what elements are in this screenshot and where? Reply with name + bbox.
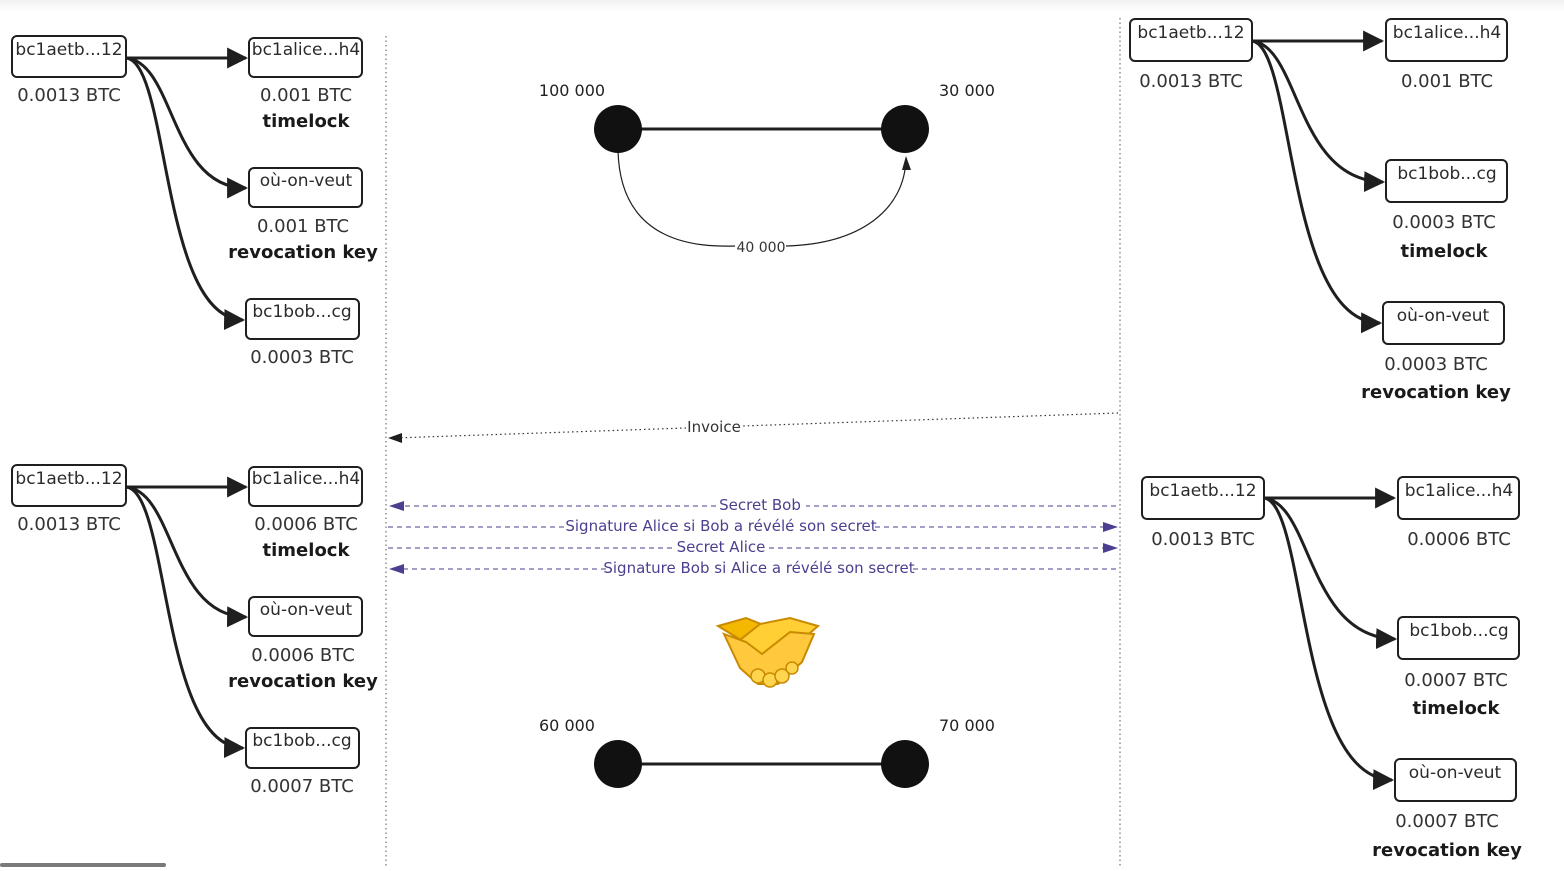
tx-bottom-right: bc1aetb...12 0.0013 BTC bc1alice...h4 0.… bbox=[1141, 476, 1522, 861]
invoice-arrowhead bbox=[388, 433, 402, 443]
output-amount: 0.0003 BTC bbox=[1392, 212, 1496, 233]
node-right bbox=[881, 740, 929, 788]
output-address: où-on-veut bbox=[260, 600, 353, 620]
output-amount: 0.001 BTC bbox=[260, 85, 352, 106]
output-amount: 0.0003 BTC bbox=[250, 347, 354, 368]
output-tag: timelock bbox=[1413, 698, 1501, 719]
node-left bbox=[594, 740, 642, 788]
secret-bob-label: Secret Bob bbox=[719, 496, 801, 514]
tx-arrow bbox=[125, 56, 249, 199]
output-tag: revocation key bbox=[228, 242, 378, 263]
input-address: bc1aetb...12 bbox=[1137, 23, 1244, 43]
signature-alice-arrowhead bbox=[1103, 522, 1118, 532]
output-box bbox=[248, 37, 363, 78]
output-box bbox=[1385, 18, 1508, 62]
input-amount: 0.0013 BTC bbox=[17, 514, 121, 535]
tx-arrow bbox=[1263, 496, 1398, 650]
output-tag: revocation key bbox=[1372, 840, 1522, 861]
output-address: bc1bob...cg bbox=[1397, 164, 1496, 184]
output-amount: 0.001 BTC bbox=[1401, 71, 1493, 92]
invoice-line bbox=[741, 412, 1119, 427]
output-amount: 0.0007 BTC bbox=[250, 776, 354, 797]
signature-alice-label: Signature Alice si Bob a révélé son secr… bbox=[565, 517, 876, 535]
output-box bbox=[245, 727, 360, 769]
input-amount: 0.0013 BTC bbox=[1151, 529, 1255, 550]
output-address: bc1bob...cg bbox=[1409, 621, 1508, 641]
output-tag: revocation key bbox=[1361, 382, 1511, 403]
left-balance: 60 000 bbox=[539, 716, 595, 735]
output-box bbox=[1385, 159, 1508, 203]
right-balance: 30 000 bbox=[939, 81, 995, 100]
output-tag: timelock bbox=[263, 111, 351, 132]
channel-before: 100 000 30 000 40 000 bbox=[539, 81, 995, 256]
output-amount: 0.0007 BTC bbox=[1395, 811, 1499, 832]
tx-arrow bbox=[125, 485, 249, 628]
secret-alice-arrowhead bbox=[1103, 543, 1118, 553]
secret-alice-label: Secret Alice bbox=[677, 538, 766, 556]
signature-bob-label: Signature Bob si Alice a révélé son secr… bbox=[603, 559, 914, 577]
input-amount: 0.0013 BTC bbox=[17, 85, 121, 106]
output-tag: revocation key bbox=[228, 671, 378, 692]
channel-after: 60 000 70 000 bbox=[539, 716, 995, 788]
payment-arrowhead bbox=[902, 156, 911, 170]
invoice-label: Invoice bbox=[687, 418, 741, 436]
output-box bbox=[248, 466, 363, 507]
tx-arrow bbox=[1263, 496, 1395, 791]
output-address: bc1alice...h4 bbox=[252, 469, 360, 489]
output-tag: timelock bbox=[1401, 241, 1489, 262]
scroll-indicator[interactable] bbox=[0, 863, 166, 867]
output-amount: 0.0003 BTC bbox=[1384, 354, 1488, 375]
output-amount: 0.0006 BTC bbox=[251, 645, 355, 666]
left-balance: 100 000 bbox=[539, 81, 605, 100]
tx-arrow bbox=[1251, 39, 1386, 193]
output-box bbox=[248, 167, 363, 208]
node-right bbox=[881, 105, 929, 153]
payment-amount: 40 000 bbox=[737, 240, 786, 256]
signature-bob-arrowhead bbox=[389, 564, 404, 574]
output-address: bc1bob...cg bbox=[252, 731, 351, 751]
input-amount: 0.0013 BTC bbox=[1139, 71, 1243, 92]
output-box bbox=[1382, 301, 1505, 345]
output-box bbox=[1397, 476, 1520, 520]
output-address: bc1alice...h4 bbox=[1393, 23, 1501, 43]
output-box bbox=[245, 298, 360, 340]
input-box bbox=[1129, 18, 1253, 62]
secret-bob-arrowhead bbox=[389, 501, 404, 511]
handshake-icon bbox=[715, 616, 821, 688]
input-address: bc1aetb...12 bbox=[1149, 481, 1256, 501]
output-amount: 0.001 BTC bbox=[257, 216, 349, 237]
output-address: où-on-veut bbox=[1397, 306, 1490, 326]
tx-arrow bbox=[125, 56, 246, 330]
input-address: bc1aetb...12 bbox=[15, 469, 122, 489]
node-left bbox=[594, 105, 642, 153]
right-balance: 70 000 bbox=[939, 716, 995, 735]
output-address: bc1alice...h4 bbox=[252, 40, 360, 60]
input-address: bc1aetb...12 bbox=[15, 40, 122, 60]
tx-bottom-left: bc1aetb...12 0.0013 BTC bc1alice...h4 0.… bbox=[11, 464, 378, 797]
invoice-line bbox=[393, 427, 687, 439]
input-box bbox=[1141, 476, 1265, 520]
output-amount: 0.0006 BTC bbox=[1407, 529, 1511, 550]
output-box bbox=[248, 596, 363, 637]
input-box bbox=[11, 464, 127, 507]
tx-top-right: bc1aetb...12 0.0013 BTC bc1alice...h4 0.… bbox=[1129, 18, 1511, 403]
tx-arrow bbox=[125, 485, 246, 758]
output-box bbox=[1397, 616, 1520, 660]
output-address: où-on-veut bbox=[260, 171, 353, 191]
top-edge bbox=[0, 0, 1564, 12]
output-amount: 0.0006 BTC bbox=[254, 514, 358, 535]
output-address: bc1bob...cg bbox=[252, 302, 351, 322]
output-amount: 0.0007 BTC bbox=[1404, 670, 1508, 691]
tx-arrow bbox=[1251, 39, 1383, 334]
output-box bbox=[1394, 758, 1517, 802]
output-address: bc1alice...h4 bbox=[1405, 481, 1513, 501]
input-box bbox=[11, 35, 127, 78]
output-tag: timelock bbox=[263, 540, 351, 561]
output-address: où-on-veut bbox=[1409, 763, 1502, 783]
payment-curve bbox=[617, 149, 907, 247]
tx-top-left: bc1aetb...12 0.0013 BTC bc1alice...h4 0.… bbox=[11, 35, 378, 368]
messages: Invoice Secret Bob Signature Alice si Bo… bbox=[388, 412, 1119, 577]
